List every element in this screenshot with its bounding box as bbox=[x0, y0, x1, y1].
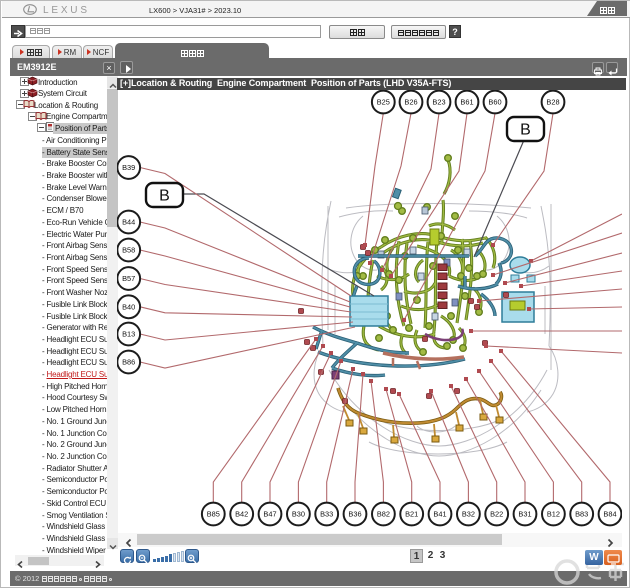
svg-text:B13: B13 bbox=[122, 330, 135, 339]
svg-text:B61: B61 bbox=[460, 98, 473, 107]
svg-text:B25: B25 bbox=[377, 98, 390, 107]
svg-text:B21: B21 bbox=[405, 510, 418, 519]
svg-text:B58: B58 bbox=[122, 246, 135, 255]
svg-text:B47: B47 bbox=[263, 510, 276, 519]
svg-text:B60: B60 bbox=[488, 98, 501, 107]
svg-text:B28: B28 bbox=[546, 98, 559, 107]
svg-text:B23: B23 bbox=[432, 98, 445, 107]
svg-text:B40: B40 bbox=[122, 302, 135, 311]
svg-text:B44: B44 bbox=[122, 218, 135, 227]
svg-text:B39: B39 bbox=[122, 163, 135, 172]
svg-text:B86: B86 bbox=[122, 358, 135, 367]
svg-text:B82: B82 bbox=[377, 510, 390, 519]
svg-text:B26: B26 bbox=[404, 98, 417, 107]
svg-text:B57: B57 bbox=[122, 274, 135, 283]
svg-text:B84: B84 bbox=[603, 510, 616, 519]
svg-text:B36: B36 bbox=[348, 510, 361, 519]
svg-text:B42: B42 bbox=[235, 510, 248, 519]
svg-text:B83: B83 bbox=[575, 510, 588, 519]
svg-text:B85: B85 bbox=[207, 510, 220, 519]
svg-text:B12: B12 bbox=[547, 510, 560, 519]
svg-text:B32: B32 bbox=[462, 510, 475, 519]
svg-text:B30: B30 bbox=[292, 510, 305, 519]
svg-text:B33: B33 bbox=[320, 510, 333, 519]
svg-text:B: B bbox=[520, 122, 531, 139]
svg-text:B: B bbox=[159, 188, 170, 205]
svg-text:B41: B41 bbox=[433, 510, 446, 519]
svg-text:B31: B31 bbox=[518, 510, 531, 519]
svg-text:B22: B22 bbox=[490, 510, 503, 519]
